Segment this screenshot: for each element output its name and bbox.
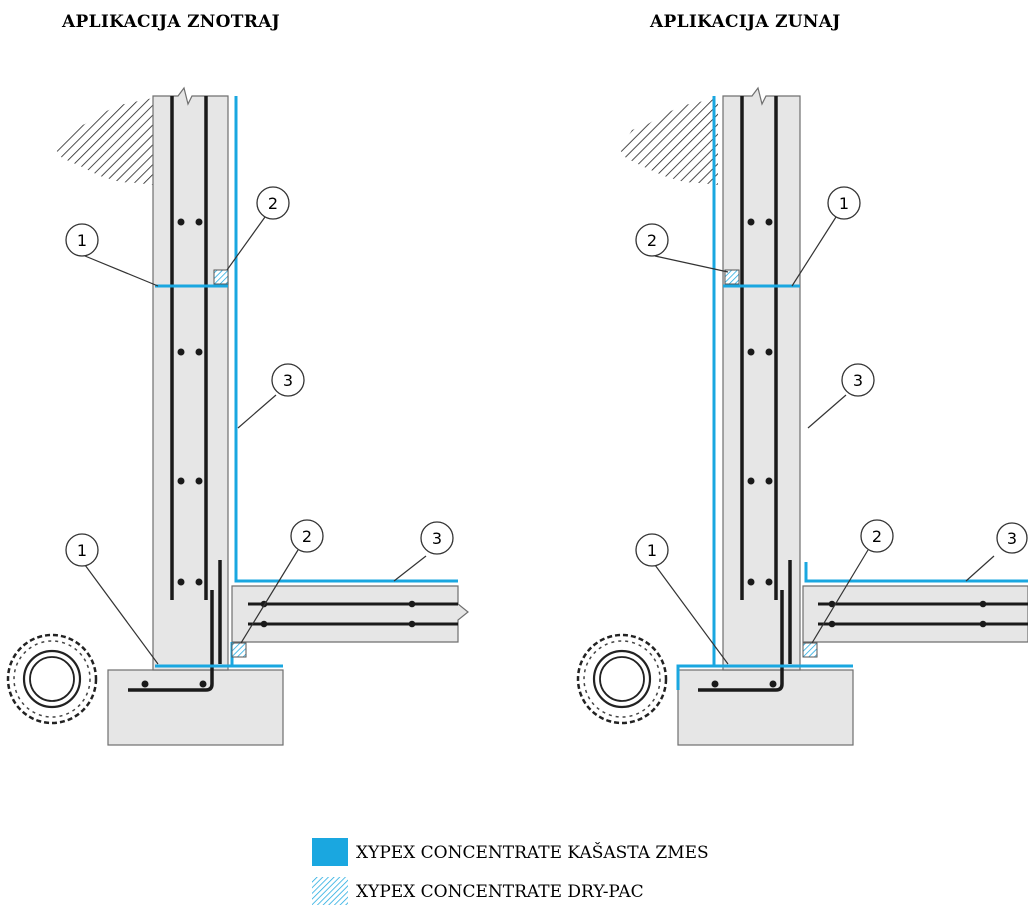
footing-right — [677, 669, 854, 746]
rebar-dot-footing-a — [141, 680, 149, 688]
drypac-joint-wall-left — [213, 269, 229, 285]
rebar-dots-slab-left — [260, 600, 416, 628]
xypex-coating-right — [676, 96, 1028, 690]
drain-pipe-right — [576, 633, 668, 725]
callout-left-3a: 3 — [271, 363, 305, 397]
drypac-joint-wall-right — [724, 269, 740, 285]
footing-left — [107, 669, 284, 746]
svg-text:3: 3 — [283, 371, 293, 390]
wall-left — [152, 86, 229, 671]
svg-text:2: 2 — [268, 194, 278, 213]
drain-pipe-left — [6, 633, 98, 725]
svg-text:2: 2 — [302, 527, 312, 546]
svg-text:1: 1 — [77, 541, 87, 560]
drypac-joint-slab-right — [802, 642, 818, 658]
soil-hatch-right — [620, 98, 718, 185]
svg-text:3: 3 — [1007, 529, 1017, 548]
svg-text:3: 3 — [853, 371, 863, 390]
rebar-dot-footing-b — [199, 680, 207, 688]
drypac-joint-slab-left — [231, 642, 247, 658]
left-diagram-title: APLIKACIJA ZNOTRAJ — [62, 12, 280, 32]
callout-right-1b: 1 — [635, 533, 669, 567]
rebar-dot-footing-c — [711, 680, 719, 688]
legend-label-drypac: XYPEX CONCENTRATE DRY-PAC — [356, 882, 644, 902]
callout-right-3b: 3 — [996, 522, 1028, 554]
callout-left-1b: 1 — [65, 533, 99, 567]
callout-left-3b: 3 — [420, 521, 454, 555]
xypex-coating-left — [155, 96, 458, 668]
rebar-footing-left — [128, 590, 214, 692]
callout-left-2a: 2 — [256, 186, 290, 220]
right-diagram-title: APLIKACIJA ZUNAJ — [650, 12, 841, 32]
slab-right — [802, 585, 1028, 643]
rebar-dots-wall-right — [747, 218, 773, 586]
callout-left-1a: 1 — [65, 223, 99, 257]
legend: XYPEX CONCENTRATE KAŠASTA ZMES XYPEX CON… — [312, 838, 709, 905]
callout-right-3a: 3 — [841, 363, 875, 397]
svg-text:2: 2 — [872, 527, 882, 546]
svg-text:2: 2 — [647, 231, 657, 250]
callout-left-2b: 2 — [290, 519, 324, 553]
diagram-outside-application — [576, 86, 1028, 746]
svg-text:1: 1 — [839, 194, 849, 213]
rebar-footing-right — [698, 590, 784, 692]
slab-left — [231, 585, 469, 643]
soil-hatch-left — [56, 98, 153, 185]
svg-text:1: 1 — [647, 541, 657, 560]
rebar-dot-footing-d — [769, 680, 777, 688]
callout-right-1a: 1 — [827, 186, 861, 220]
leader-lines-right — [654, 216, 995, 665]
rebar-dots-slab-right — [828, 600, 987, 628]
rebar-dots-wall-left — [177, 218, 203, 586]
svg-text:1: 1 — [77, 231, 87, 250]
callout-right-2a: 2 — [635, 223, 669, 257]
diagram-inside-application — [6, 86, 469, 746]
legend-swatch-slurry — [312, 838, 348, 866]
svg-text:3: 3 — [432, 529, 442, 548]
callout-right-2b: 2 — [860, 519, 894, 553]
leader-lines-left — [84, 216, 427, 665]
legend-label-slurry: XYPEX CONCENTRATE KAŠASTA ZMES — [356, 842, 709, 863]
legend-swatch-drypac — [312, 877, 348, 905]
